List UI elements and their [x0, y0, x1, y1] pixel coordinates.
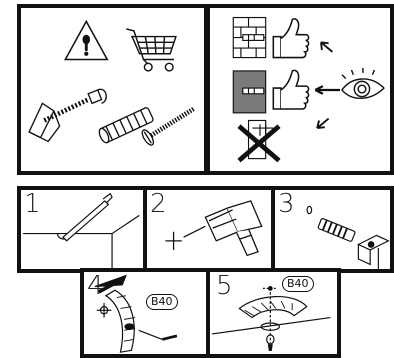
step-3-panel: 3 [271, 186, 394, 273]
wall-types-panel [206, 4, 394, 175]
hardware-illustration [21, 8, 204, 171]
step-1-panel: 1 [17, 186, 149, 273]
thumbs-up-icon [273, 70, 308, 109]
step-number: 5 [216, 273, 233, 299]
brick-wall-icon [233, 18, 265, 58]
step-number: 3 [278, 191, 295, 217]
hardware-panel [17, 4, 208, 175]
warning-icon [65, 21, 107, 59]
thumbs-up-icon [273, 19, 308, 58]
anchor-size-badge: B40 [146, 294, 178, 310]
concrete-wall-icon [233, 71, 265, 113]
shopping-cart-icon [126, 29, 176, 71]
anchor-size-badge: B40 [282, 276, 314, 292]
step-number: 1 [24, 191, 41, 217]
wall-types-illustration [210, 8, 390, 171]
step-4-panel: 4 B40 [80, 268, 211, 358]
cross-mark-icon [239, 120, 279, 160]
step-2-panel: 2 [143, 186, 275, 273]
step-number: 4 [87, 273, 104, 299]
eye-icon [342, 68, 384, 98]
wall-anchors-icon [29, 89, 199, 146]
step-5-panel: 5 B40 [206, 268, 341, 358]
step-number: 2 [150, 191, 167, 217]
